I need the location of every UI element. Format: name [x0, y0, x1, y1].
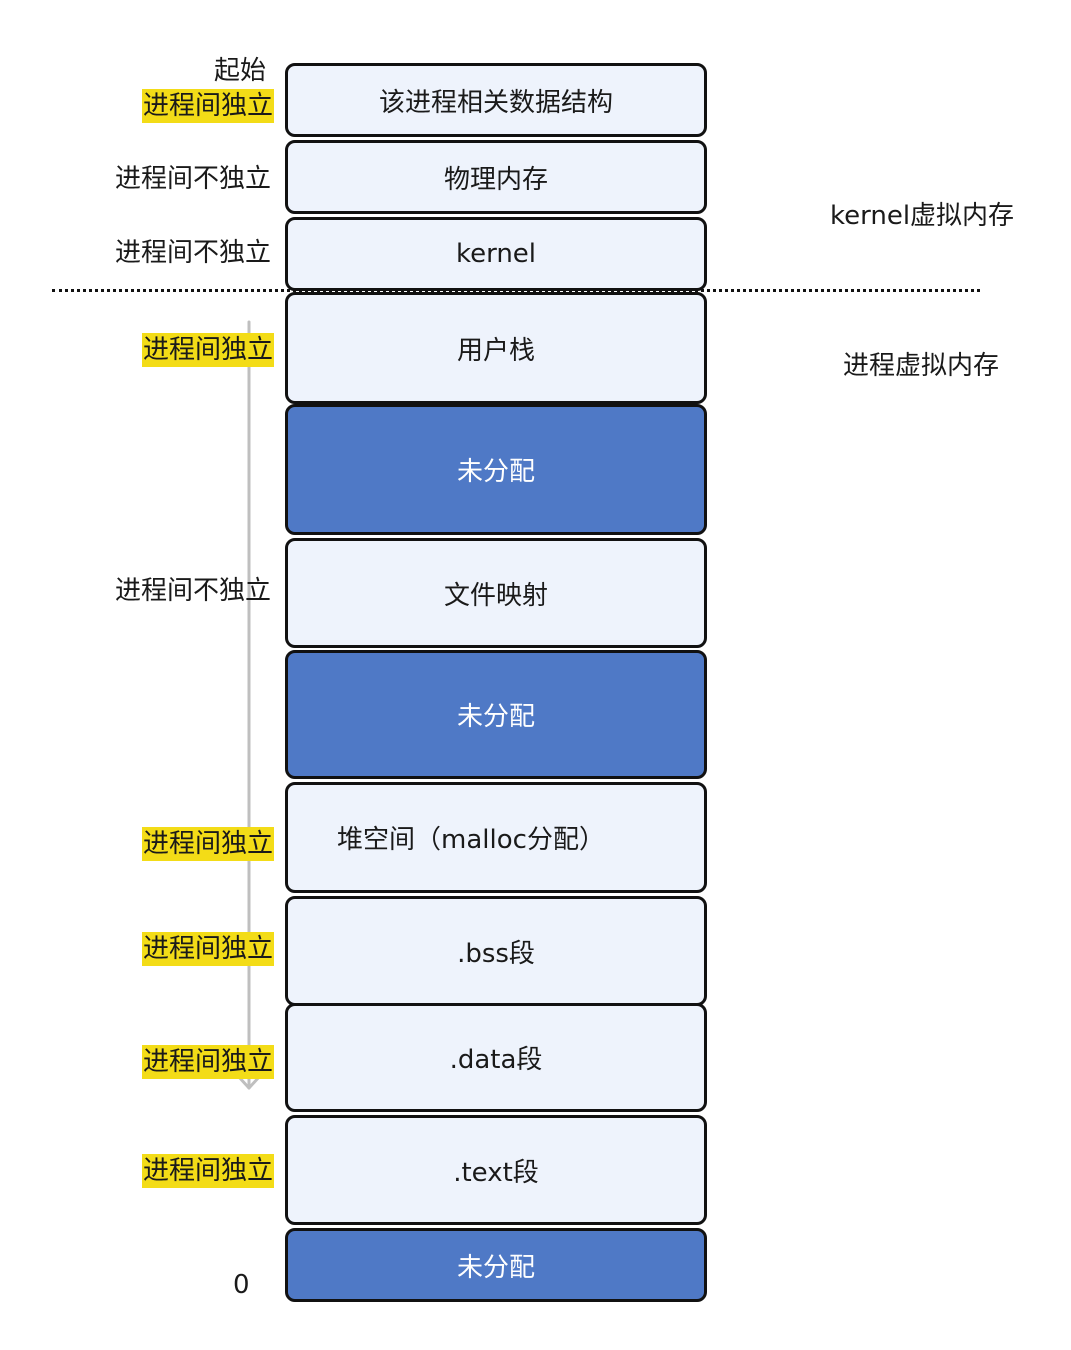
isolation-label: 进程间独立 — [142, 827, 275, 861]
start-address-label: 起始 — [214, 56, 267, 86]
unallocated-block-upper: 未分配 — [285, 404, 707, 535]
isolation-label: 进程间独立 — [142, 932, 275, 966]
block-label: 未分配 — [456, 457, 535, 487]
block-label: 未分配 — [456, 702, 535, 732]
process-data-structures-block: 该进程相关数据结构 — [285, 63, 707, 137]
block-label: 用户栈 — [456, 335, 535, 366]
text-segment-block: .text段 — [285, 1115, 707, 1225]
block-label: 堆空间（malloc分配） — [337, 825, 605, 855]
block-label: .bss段 — [457, 938, 535, 969]
block-label: 文件映射 — [443, 580, 548, 611]
bss-segment-block: .bss段 — [285, 896, 707, 1006]
isolation-label: 进程间独立 — [142, 1154, 275, 1188]
unallocated-block-middle: 未分配 — [285, 650, 707, 779]
unallocated-block-bottom: 未分配 — [285, 1228, 707, 1302]
isolation-label: 进程间独立 — [142, 333, 275, 367]
address-direction-arrow-head — [236, 1074, 262, 1090]
isolation-label: 进程间不独立 — [115, 576, 272, 606]
process-virtual-memory-label: 进程虚拟内存 — [843, 351, 1000, 381]
block-label: 物理内存 — [443, 164, 548, 195]
data-segment-block: .data段 — [285, 1003, 707, 1112]
user-stack-block: 用户栈 — [285, 292, 707, 404]
zero-address-label: 0 — [233, 1270, 250, 1300]
isolation-label: 进程间独立 — [142, 89, 275, 123]
isolation-label: 进程间不独立 — [115, 164, 272, 194]
block-label: .data段 — [449, 1045, 543, 1075]
isolation-label: 进程间独立 — [142, 1045, 275, 1079]
heap-block: 堆空间（malloc分配） — [285, 782, 707, 893]
isolation-label: 进程间不独立 — [115, 238, 272, 268]
kernel-virtual-memory-label: kernel虚拟内存 — [830, 201, 1015, 231]
physical-memory-block: 物理内存 — [285, 140, 707, 214]
file-mapping-block: 文件映射 — [285, 538, 707, 648]
block-label: .text段 — [453, 1157, 539, 1188]
block-label: 未分配 — [456, 1252, 535, 1283]
block-label: kernel — [455, 239, 537, 269]
kernel-block: kernel — [285, 217, 707, 291]
block-label: 该进程相关数据结构 — [378, 87, 613, 118]
